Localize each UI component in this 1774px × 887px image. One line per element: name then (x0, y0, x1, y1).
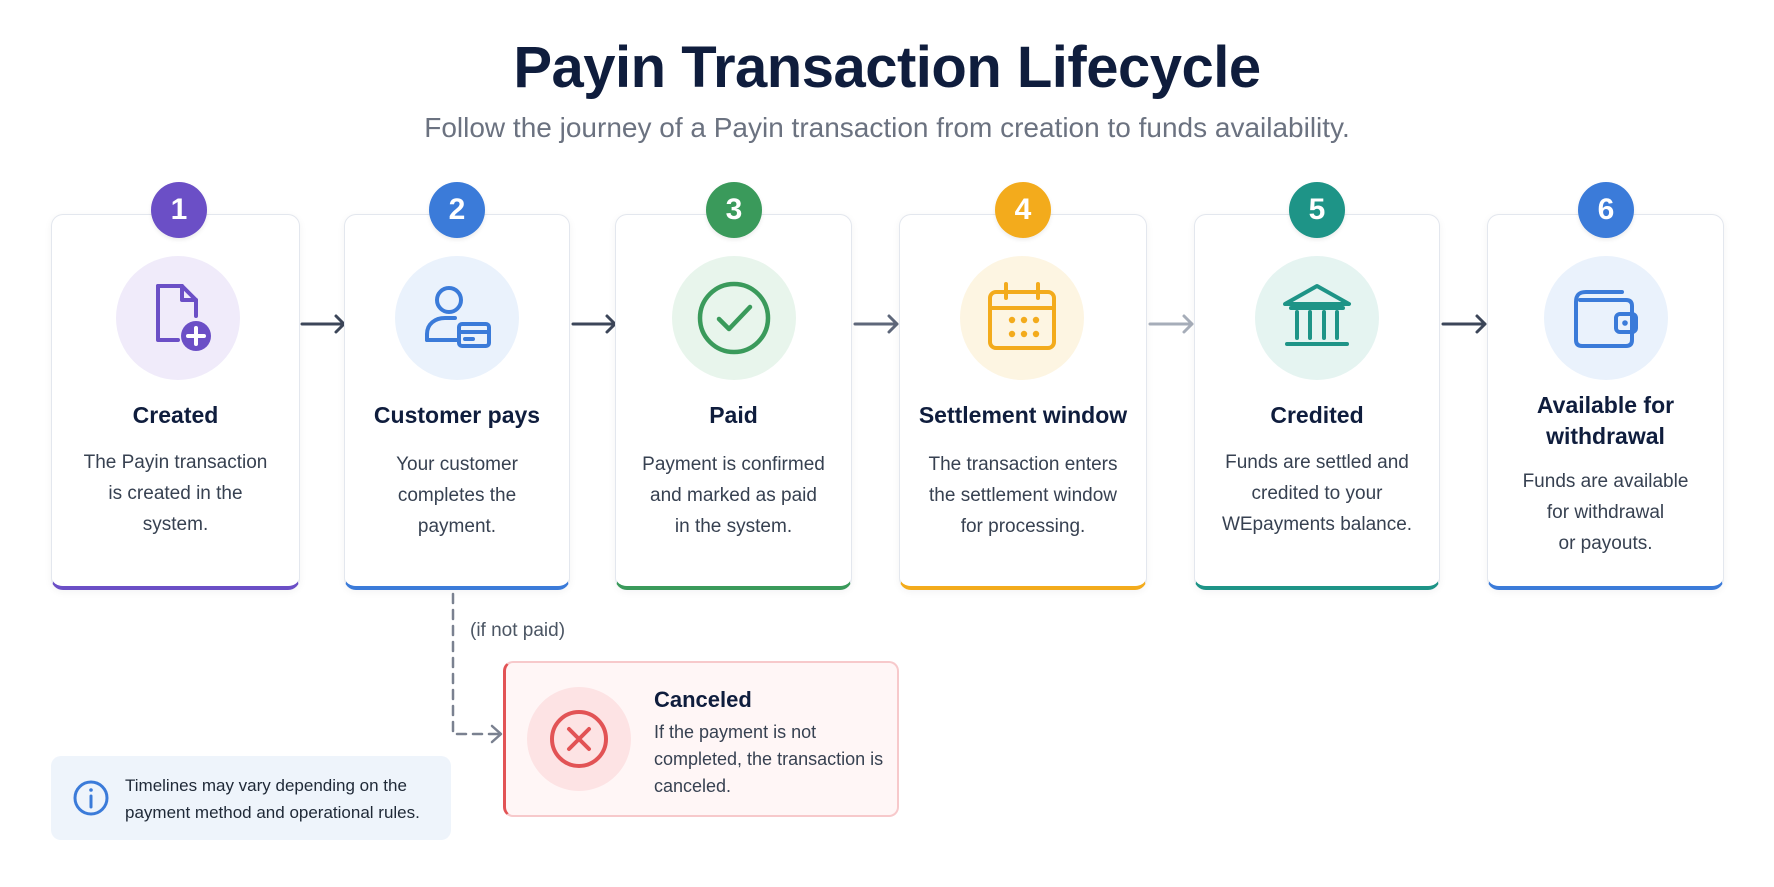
step-number-badge: 4 (995, 182, 1051, 238)
step-desc-available-for-withdrawal: Funds are available for withdrawal or pa… (1522, 471, 1689, 554)
step-icon-circle (1544, 256, 1668, 380)
step-title-settlement-window: Settlement window (918, 402, 1128, 428)
arrow-right-icon (1441, 314, 1487, 334)
step-desc-paid: Payment is confirmed and marked as paid … (642, 454, 825, 537)
page-subtitle: Follow the journey of a Payin transactio… (424, 112, 1350, 143)
canceled-icon-circle (527, 687, 631, 791)
bank-icon (1283, 284, 1351, 346)
step-desc-settlement-window: The transaction enters the settlement wi… (928, 454, 1118, 537)
canceled-title: Canceled (654, 687, 752, 712)
step-icon-circle (960, 256, 1084, 380)
document-plus-icon (156, 284, 211, 351)
step-icon-circle (1255, 256, 1379, 380)
step-number-badge: 3 (706, 182, 762, 238)
step-desc-credited: Funds are settled and credited to your W… (1221, 452, 1413, 535)
wallet-icon (1574, 290, 1638, 348)
step-icon-circle (116, 256, 240, 380)
info-note: Timelines may vary depending on the paym… (51, 756, 451, 840)
canceled-card: Canceled If the payment is not completed… (503, 661, 899, 817)
branch-label: (if not paid) (470, 620, 566, 641)
info-note-text: Timelines may vary depending on the paym… (125, 776, 420, 822)
x-circle-icon (550, 710, 608, 768)
arrow-right-icon (1148, 314, 1194, 334)
step-icon-circle (395, 256, 519, 380)
step-number-badge: 1 (151, 182, 207, 238)
step-title-paid: Paid (709, 402, 758, 428)
step-title-created: Created (132, 402, 219, 428)
page-title: Payin Transaction Lifecycle (513, 35, 1261, 100)
step-number-badge: 5 (1289, 182, 1345, 238)
step-number-badge: 2 (429, 182, 485, 238)
arrow-right-icon (853, 314, 899, 334)
step-desc-customer-pays: Your customer completes the payment. (396, 454, 518, 537)
info-icon (73, 780, 109, 816)
arrow-right-icon (300, 314, 346, 334)
step-title-available-for-withdrawal: Available for withdrawal (1536, 392, 1675, 449)
calendar-icon (988, 282, 1056, 350)
canceled-desc: If the payment is not completed, the tra… (654, 722, 884, 796)
step-card-available-for-withdrawal (1487, 214, 1724, 590)
step-title-credited: Credited (1270, 402, 1364, 428)
step-icon-circle (672, 256, 796, 380)
step-title-customer-pays: Customer pays (373, 402, 541, 428)
check-circle-icon (697, 281, 771, 355)
arrow-right-icon (571, 314, 617, 334)
user-card-icon (425, 286, 491, 348)
step-desc-created: The Payin transaction is created in the … (83, 452, 268, 535)
step-number-badge: 6 (1578, 182, 1634, 238)
